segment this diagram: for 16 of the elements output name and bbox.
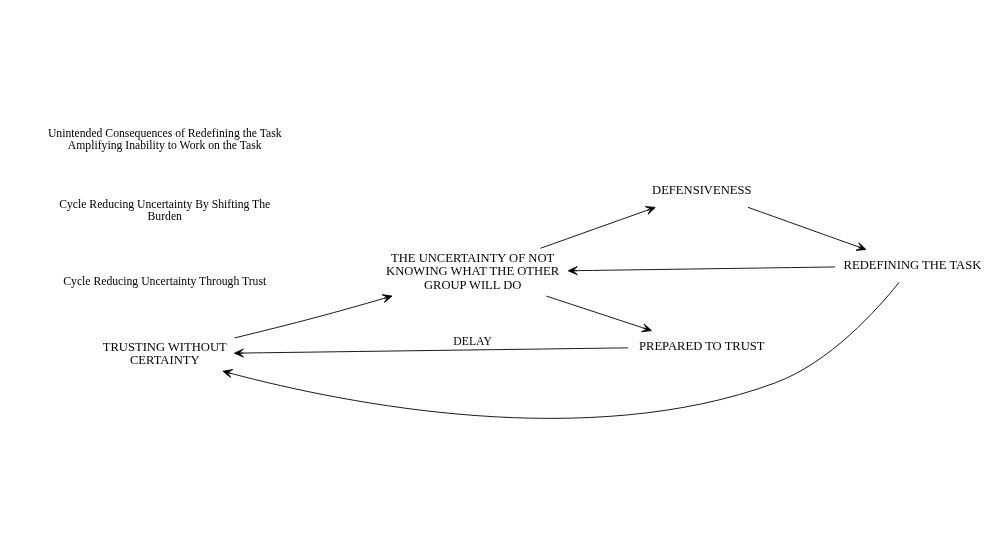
arrow xyxy=(540,205,656,249)
node-text: PREPARED TO TRUST xyxy=(639,338,765,353)
edge-label: DELAY xyxy=(453,334,492,348)
arrow xyxy=(234,293,393,338)
node-text: THE UNCERTAINTY OF NOT KNOWING WHAT THE OTHER GROUP WILL DO xyxy=(386,250,560,292)
node-text: DEFENSIVENESS xyxy=(652,182,752,197)
node-text: REDEFINING THE TASK xyxy=(843,257,982,272)
arrow xyxy=(234,346,629,358)
node-text: TRUSTING WITHOUT CERTAINTY xyxy=(102,339,227,367)
label: Cycle Reducing Uncertainty Through Trust xyxy=(63,274,267,288)
arrow xyxy=(545,295,652,332)
arrow xyxy=(567,265,836,275)
arrow xyxy=(222,281,900,418)
label: Cycle Reducing Uncertainty By Shifting The Burden xyxy=(59,197,271,223)
label: Unintended Consequences of Redefining the Task Amplifying Inability to Work on the Task xyxy=(47,126,282,152)
arrow xyxy=(747,206,867,251)
